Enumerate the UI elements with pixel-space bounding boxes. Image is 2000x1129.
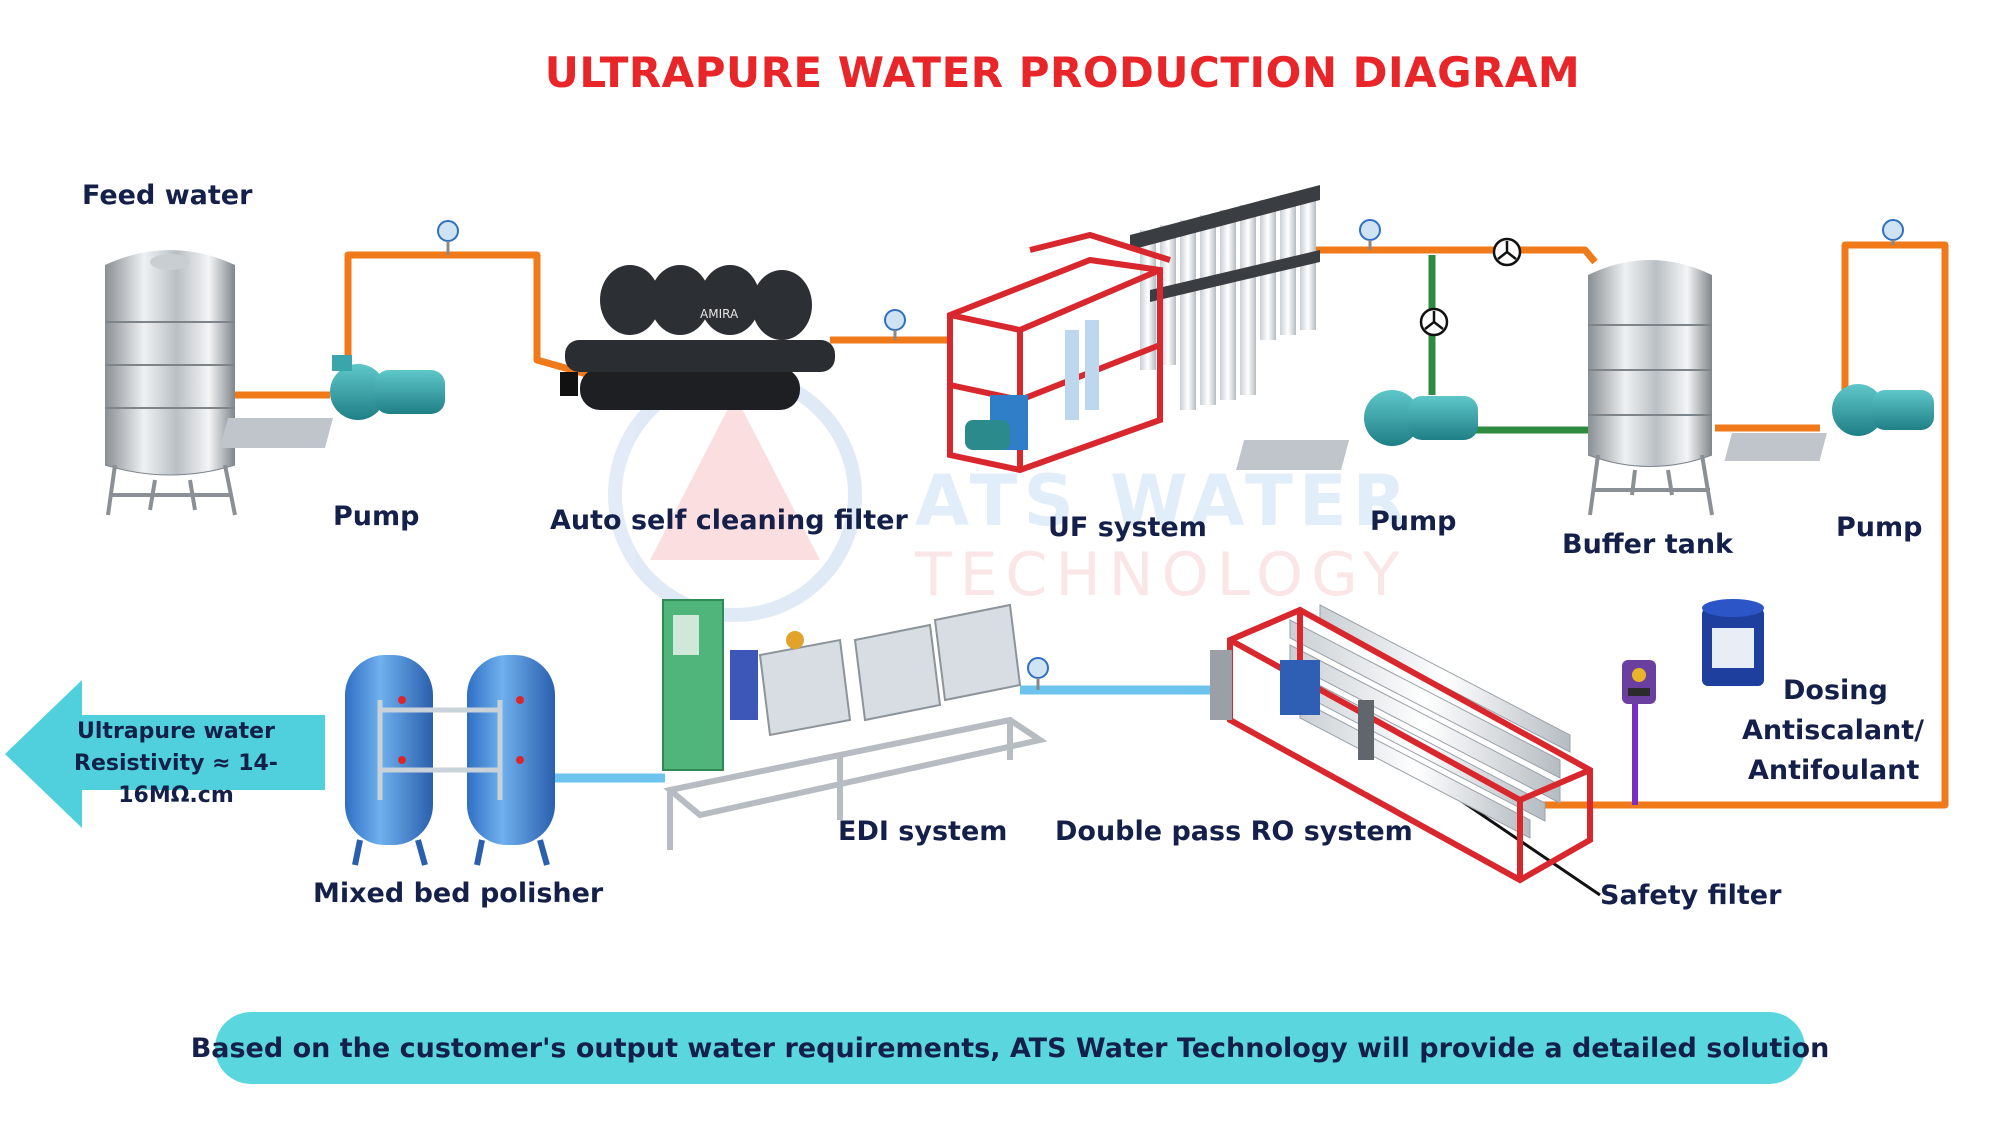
chemical-drum — [1702, 599, 1764, 686]
ultrapure-water-output-arrow — [5, 680, 325, 828]
output-line-2: Resistivity ≈ 14-16MΩ.cm — [74, 751, 278, 808]
label-pump-3: Pump — [1836, 512, 1923, 543]
filter-brand-text: AMIRA — [700, 307, 739, 321]
label-ro-system: Double pass RO system — [1055, 816, 1413, 847]
label-dosing-3: Antifoulant — [1748, 755, 1920, 786]
label-safety-filter: Safety filter — [1600, 880, 1782, 911]
label-buffer-tank: Buffer tank — [1562, 529, 1734, 560]
edi-system — [662, 599, 1048, 850]
label-mixed-bed: Mixed bed polisher — [313, 878, 604, 909]
page-title: ULTRAPURE WATER PRODUCTION DIAGRAM — [544, 48, 1581, 97]
label-auto-filter: Auto self cleaning filter — [550, 505, 908, 536]
pressure-gauge-icon — [437, 220, 459, 255]
watermark-text: ATS WATER — [915, 460, 1413, 542]
output-line-1: Ultrapure water — [77, 719, 275, 744]
double-pass-ro-system — [1210, 604, 1593, 884]
pump-1 — [219, 355, 445, 448]
watermark-line1: ATS WATER — [915, 460, 1413, 542]
footer-note: Based on the customer's output water req… — [190, 1032, 1830, 1064]
dosing-pump — [1622, 660, 1656, 704]
watermark-line2: TECHNOLOGY — [915, 540, 1408, 610]
watermark-text-2: TECHNOLOGY — [915, 540, 1407, 610]
watermark-logo — [608, 368, 862, 622]
label-edi-system: EDI system — [838, 816, 1008, 847]
pump-3 — [1724, 384, 1934, 461]
pipes-blue — [555, 685, 1210, 783]
pipes-orange — [230, 241, 1949, 809]
valve-icon — [1419, 307, 1449, 337]
buffer-tank — [1587, 260, 1714, 516]
uf-system — [947, 185, 1320, 474]
safety-filter-pointer — [1459, 798, 1601, 897]
pressure-gauge-icon — [1882, 219, 1904, 245]
feed-water-tank — [104, 250, 237, 516]
label-pump-1: Pump — [333, 501, 420, 532]
pressure-gauge-icon — [884, 309, 906, 340]
valve-icon — [1492, 237, 1522, 267]
auto-self-cleaning-filter: AMIRA — [560, 265, 835, 410]
pressure-gauge-icon — [1359, 219, 1381, 250]
label-dosing-1: Dosing — [1783, 675, 1888, 706]
pump-2 — [1236, 390, 1478, 470]
footer-banner: Based on the customer's output water req… — [191, 1012, 1829, 1084]
pressure-gauge-icon — [1027, 657, 1049, 690]
mixed-bed-polisher — [345, 655, 555, 866]
label-pump-2: Pump — [1370, 506, 1457, 537]
label-feed-water: Feed water — [82, 180, 253, 211]
output-water-text: Ultrapure water Resistivity ≈ 14-16MΩ.cm — [20, 716, 332, 812]
label-uf-system: UF system — [1048, 512, 1207, 543]
label-dosing-2: Antiscalant/ — [1742, 715, 1925, 746]
